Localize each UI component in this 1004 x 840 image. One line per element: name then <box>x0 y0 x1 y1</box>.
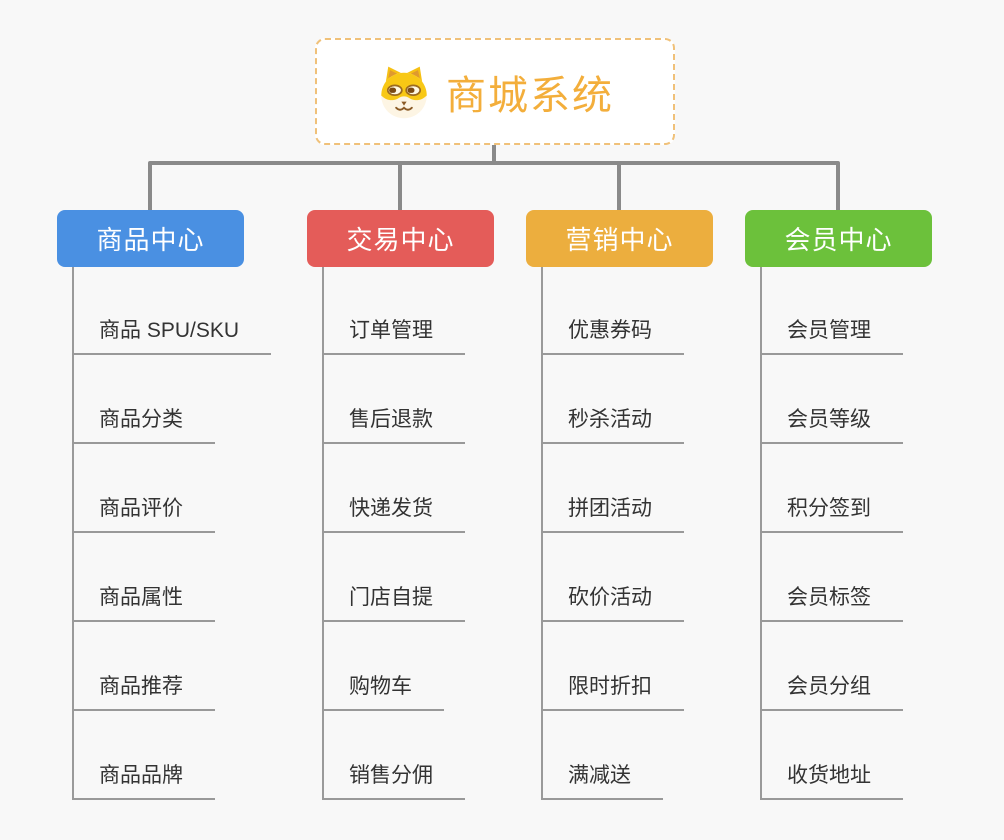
branch-node-member-center[interactable]: 会员中心 <box>745 210 932 267</box>
branch-label: 会员中心 <box>784 225 893 255</box>
branch-drop-connector <box>148 163 152 210</box>
branch-drop-connector <box>617 163 621 210</box>
child-node[interactable]: 积分签到 <box>760 495 903 533</box>
child-node[interactable]: 购物车 <box>322 673 444 711</box>
child-node[interactable]: 商品分类 <box>72 406 215 444</box>
dog-face-icon <box>376 64 432 120</box>
child-node[interactable]: 砍价活动 <box>541 584 684 622</box>
branch-drop-connector <box>836 163 840 210</box>
root-title: 商城系统 <box>446 73 614 118</box>
child-node[interactable]: 快递发货 <box>322 495 465 533</box>
child-node[interactable]: 拼团活动 <box>541 495 684 533</box>
child-node[interactable]: 会员标签 <box>760 584 903 622</box>
child-node[interactable]: 商品品牌 <box>72 762 215 800</box>
branch-node-marketing-center[interactable]: 营销中心 <box>526 210 713 267</box>
child-node[interactable]: 商品推荐 <box>72 673 215 711</box>
branch-node-product-center[interactable]: 商品中心 <box>57 210 244 267</box>
child-branch-line <box>541 267 543 800</box>
child-node[interactable]: 限时折扣 <box>541 673 684 711</box>
child-node[interactable]: 秒杀活动 <box>541 406 684 444</box>
root-stem-connector <box>492 145 496 164</box>
root-node-mall-system[interactable]: 商城系统 <box>315 38 675 145</box>
child-node[interactable]: 商品评价 <box>72 495 215 533</box>
child-branch-line <box>760 267 762 800</box>
child-node[interactable]: 会员等级 <box>760 406 903 444</box>
child-node[interactable]: 优惠券码 <box>541 317 684 355</box>
child-node[interactable]: 门店自提 <box>322 584 465 622</box>
branch-drop-connector <box>398 163 402 210</box>
child-branch-line <box>322 267 324 800</box>
branch-label: 营销中心 <box>565 225 674 255</box>
child-node[interactable]: 会员分组 <box>760 673 903 711</box>
branch-label: 商品中心 <box>96 225 205 255</box>
child-branch-line <box>72 267 74 800</box>
trunk-connector <box>148 161 840 165</box>
branch-node-trade-center[interactable]: 交易中心 <box>307 210 494 267</box>
child-node[interactable]: 会员管理 <box>760 317 903 355</box>
child-node[interactable]: 商品属性 <box>72 584 215 622</box>
child-node[interactable]: 收货地址 <box>760 762 903 800</box>
child-node[interactable]: 订单管理 <box>322 317 465 355</box>
child-node[interactable]: 售后退款 <box>322 406 465 444</box>
branch-label: 交易中心 <box>346 225 455 255</box>
child-node[interactable]: 商品 SPU/SKU <box>72 317 272 355</box>
child-node[interactable]: 满减送 <box>541 762 663 800</box>
child-node[interactable]: 销售分佣 <box>322 762 465 800</box>
